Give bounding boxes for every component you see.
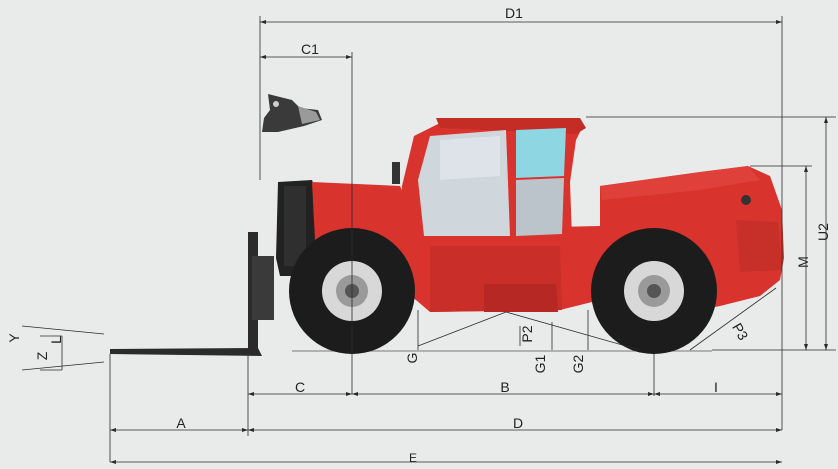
label-i: I [714,379,718,395]
label-c1: C1 [301,41,319,57]
label-p2: P2 [519,325,535,342]
arrowheads [110,20,828,464]
label-p3: P3 [729,320,752,343]
label-c: C [295,379,305,395]
label-u2: U2 [815,223,831,241]
label-a: A [176,415,186,431]
label-z: Z [34,351,50,360]
forks [110,232,274,356]
label-g: G [404,353,420,364]
label-d: D [513,415,523,431]
rear-wheel [591,228,717,354]
label-g2: G2 [570,354,586,373]
label-b: B [500,379,509,395]
label-e: E [409,451,417,464]
label-l: L [48,336,64,344]
label-d1: D1 [505,5,523,21]
dimension-labels: D1 C1 U2 M Y Z L P2 G G1 G2 P3 C B I A D… [6,5,831,465]
cab-glass-side [516,128,566,178]
telehandler-drawing [110,94,784,356]
label-g1: G1 [532,354,548,373]
label-m: M [795,256,811,268]
dimension-lines [21,16,836,463]
label-y: Y [6,333,22,343]
